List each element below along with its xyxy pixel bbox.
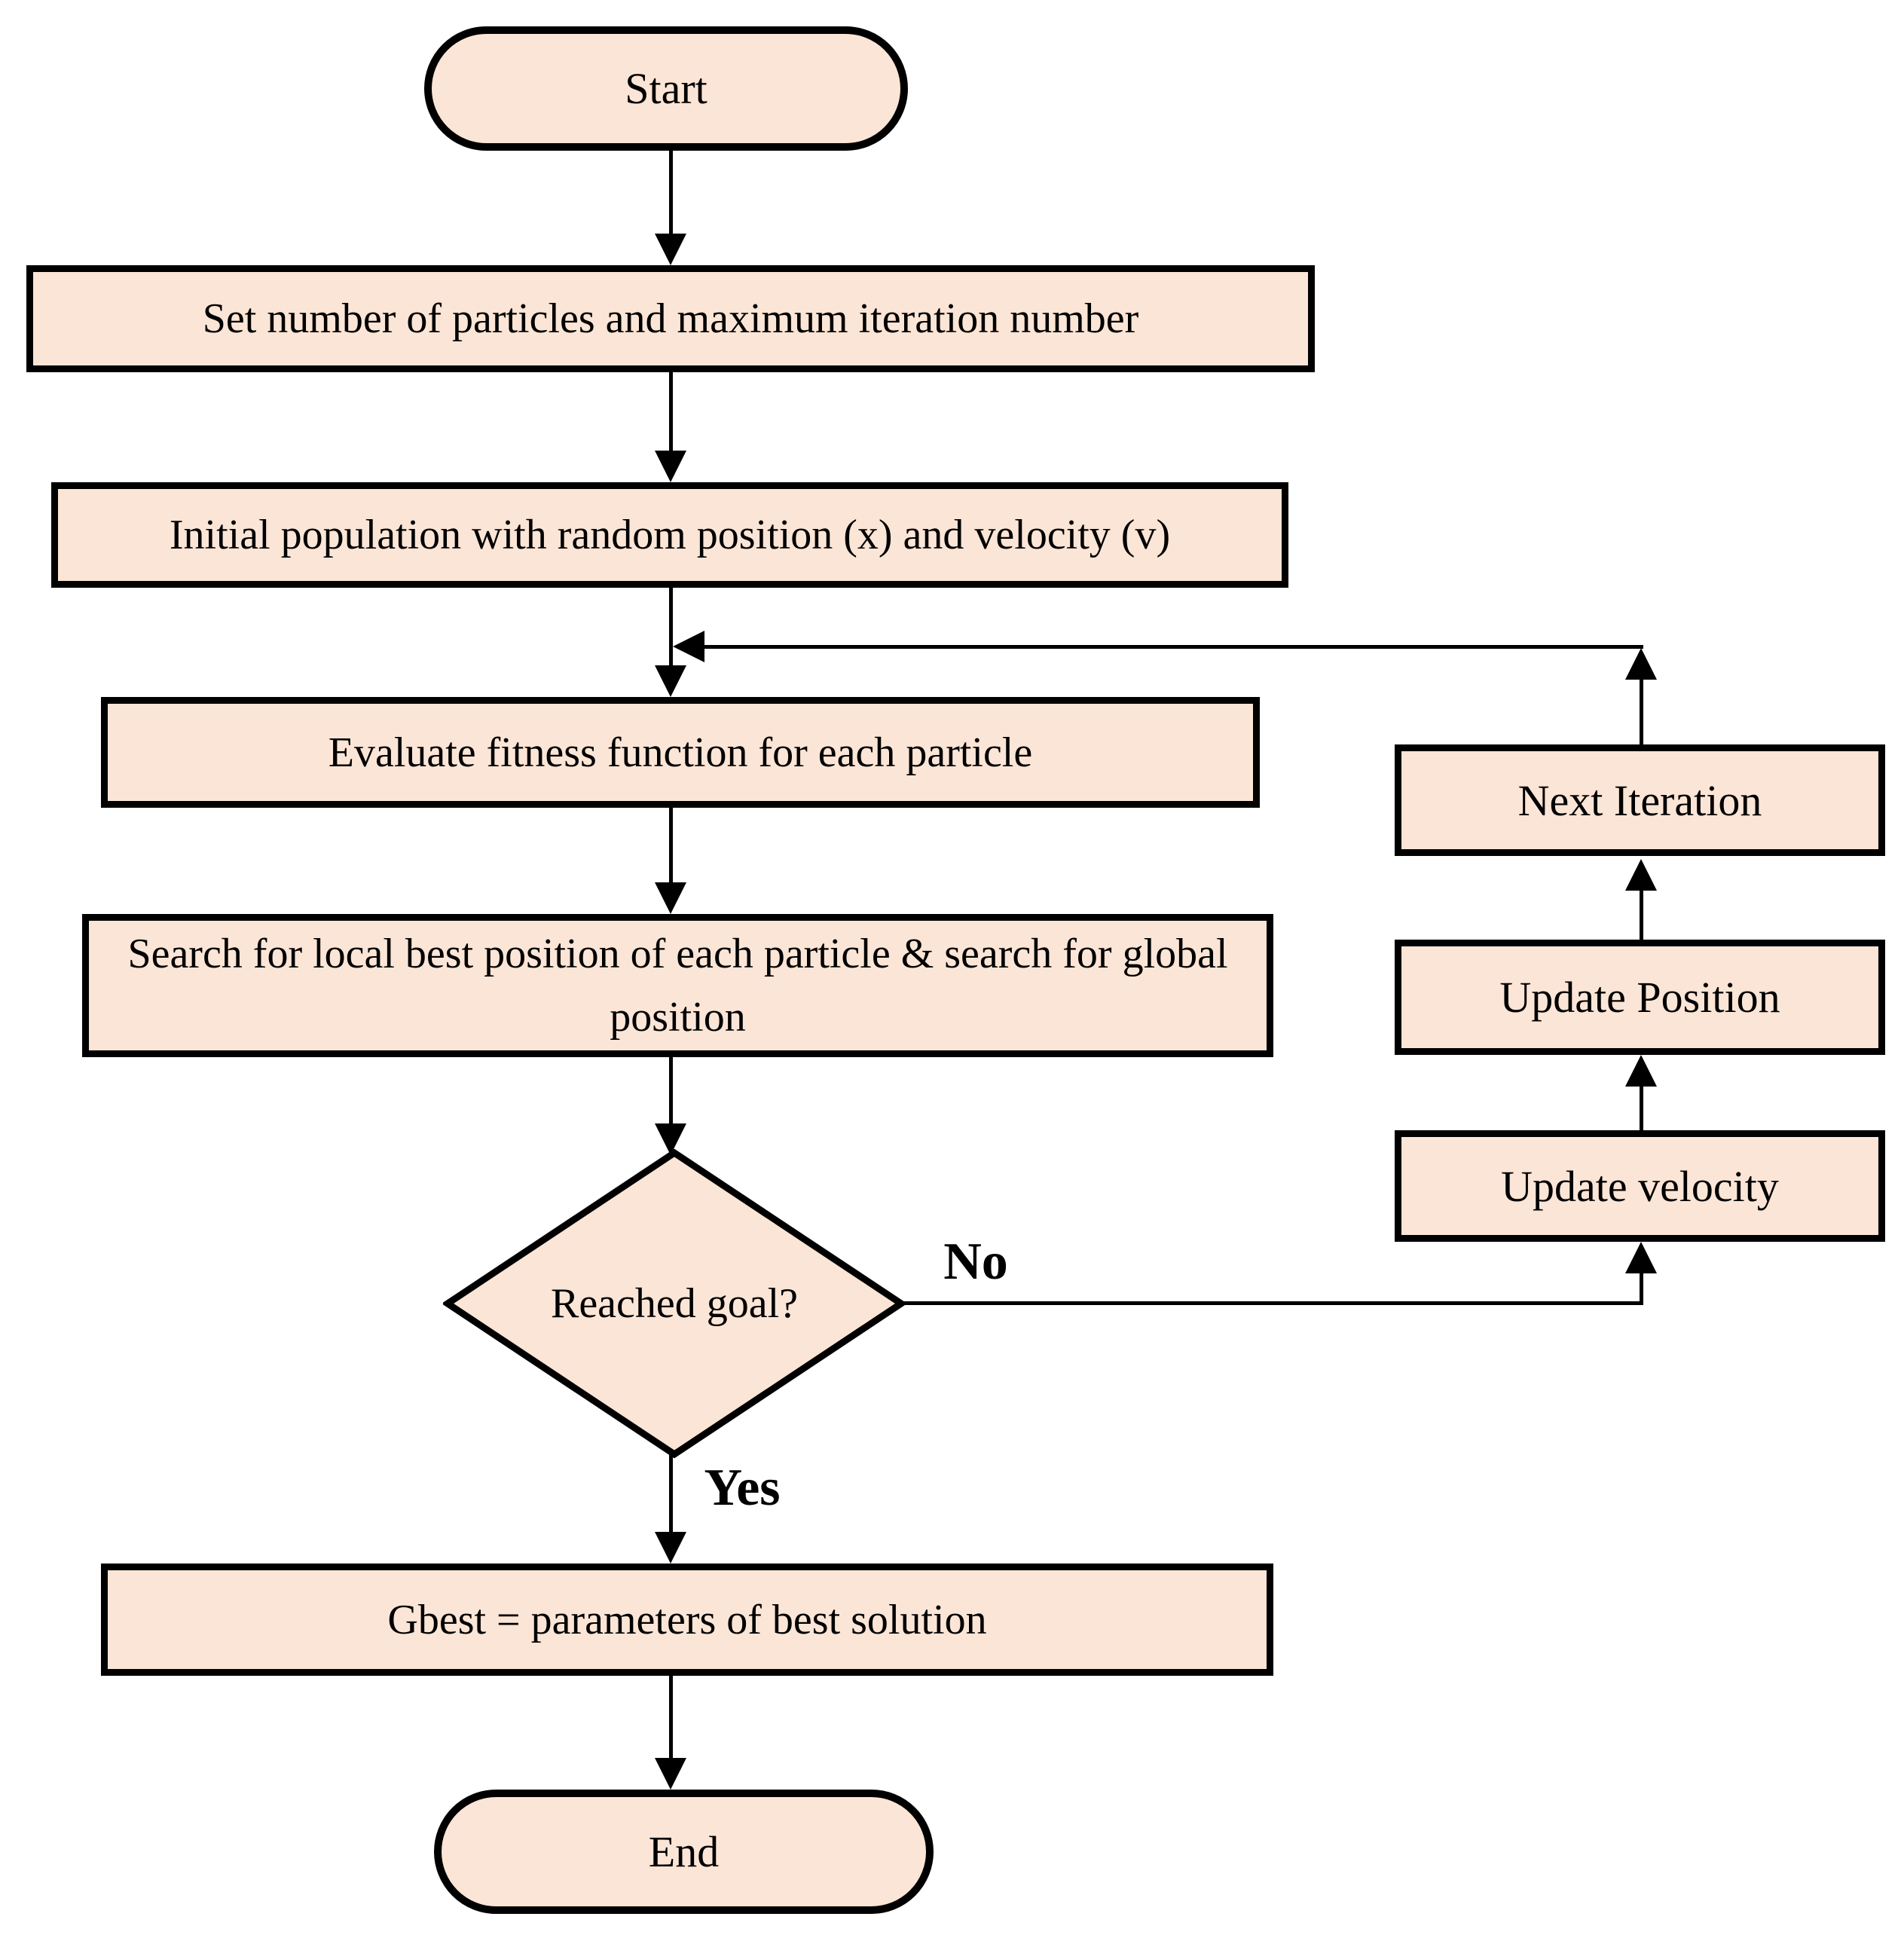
- arrowhead-up-icon: [1625, 1055, 1657, 1087]
- arrowhead-up-icon: [1625, 1242, 1657, 1273]
- diamond-shape: [443, 1148, 906, 1459]
- arrowhead-left-icon: [673, 631, 704, 662]
- edge-set-to-init-line: [669, 372, 673, 454]
- arrowhead-down-icon: [655, 665, 686, 697]
- flowchart-node-gbest: Gbest = parameters of best solution: [101, 1564, 1273, 1676]
- edge-start-to-set-line: [669, 151, 673, 240]
- arrowhead-down-icon: [655, 1532, 686, 1564]
- edge-no-horizontal-line: [898, 1301, 1643, 1305]
- edge-label-no: No: [943, 1233, 1008, 1291]
- edge-search-to-decision-line: [669, 1057, 673, 1126]
- edge-updatevelocity-to-updateposition-line: [1640, 1081, 1643, 1130]
- flowchart-node-init-population: Initial population with random position …: [51, 482, 1288, 588]
- flowchart-node-update-position: Update Position: [1395, 940, 1885, 1055]
- edge-yes-line: [669, 1452, 673, 1535]
- arrowhead-down-icon: [655, 234, 686, 265]
- flowchart-node-end: End: [434, 1790, 934, 1914]
- edge-label-yes: Yes: [704, 1459, 781, 1517]
- edge-evaluate-to-search-line: [669, 808, 673, 885]
- edge-no-vertical-line: [1640, 1270, 1643, 1305]
- flowchart-node-evaluate-fitness: Evaluate fitness function for each parti…: [101, 697, 1260, 808]
- arrowhead-down-icon: [655, 451, 686, 482]
- arrowhead-up-icon: [1625, 859, 1657, 891]
- flowchart-node-reached-goal-label: Reached goal?: [550, 1280, 799, 1327]
- flowchart-node-reached-goal-shape: [443, 1148, 906, 1459]
- flowchart-node-search-best: Search for local best position of each p…: [82, 914, 1273, 1057]
- edge-nextiteration-to-feedback-line: [1640, 674, 1643, 747]
- arrowhead-down-icon: [655, 1123, 686, 1155]
- arrowhead-down-icon: [655, 1758, 686, 1790]
- edge-feedback-horizontal-line: [693, 645, 1643, 649]
- arrowhead-down-icon: [655, 882, 686, 914]
- flowchart-node-start: Start: [424, 26, 908, 151]
- arrowhead-up-icon: [1625, 648, 1657, 680]
- edge-init-to-evaluate-line: [669, 588, 673, 668]
- edge-updateposition-to-nextiteration-line: [1640, 885, 1643, 940]
- edge-gbest-to-end-line: [669, 1676, 673, 1761]
- flowchart-node-update-velocity: Update velocity: [1395, 1130, 1885, 1242]
- flowchart-node-next-iteration: Next Iteration: [1395, 744, 1885, 856]
- flowchart-node-set-particles: Set number of particles and maximum iter…: [26, 265, 1315, 372]
